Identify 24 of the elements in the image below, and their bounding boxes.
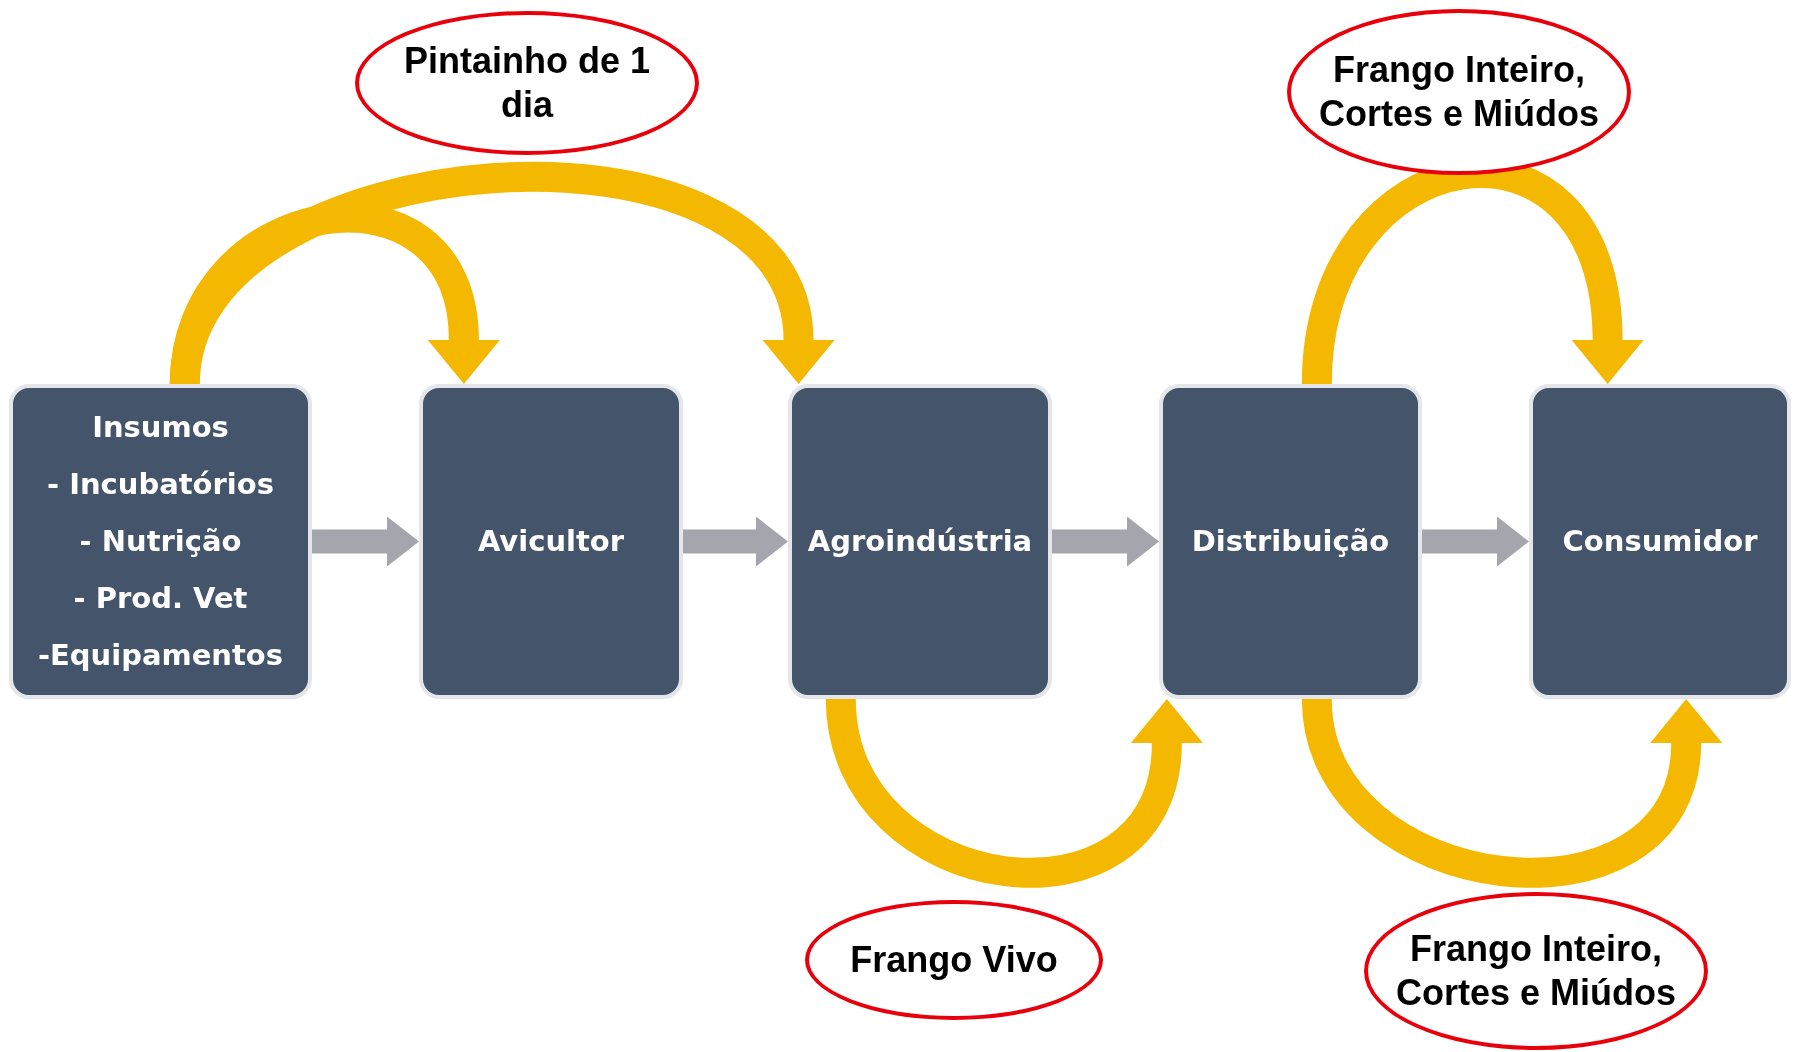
process-box — [419, 384, 683, 699]
product-label: Pintainho de 1 dia — [403, 39, 651, 127]
box-line-text: - Nutrição — [79, 523, 242, 560]
stage-label: Consumidor — [1562, 523, 1758, 560]
block-arrow — [1422, 516, 1529, 567]
stage-label: Distribuição — [1191, 523, 1390, 560]
product-label: Frango Vivo — [850, 938, 1058, 982]
box-line-text: -Equipamentos — [37, 637, 284, 674]
curved-arrow — [1301, 696, 1722, 888]
block-arrow — [312, 516, 419, 567]
process-box — [1159, 384, 1422, 699]
block-arrow — [683, 516, 788, 567]
product-label: Frango Inteiro, Cortes e Miúdos — [1394, 927, 1677, 1015]
curved-arrow — [825, 696, 1203, 888]
box-line-text: Insumos — [92, 409, 229, 446]
process-box — [9, 384, 312, 699]
box-line-text: - Prod. Vet — [73, 580, 248, 617]
product-label: Frango Inteiro, Cortes e Miúdos — [1317, 48, 1600, 136]
stage-label: Agroindústria — [807, 523, 1033, 560]
process-box — [1529, 384, 1791, 699]
block-arrow — [1052, 516, 1159, 567]
stage-label: Avicultor — [477, 523, 625, 560]
box-line-text: - Incubatórios — [47, 466, 274, 503]
process-box — [788, 384, 1052, 699]
